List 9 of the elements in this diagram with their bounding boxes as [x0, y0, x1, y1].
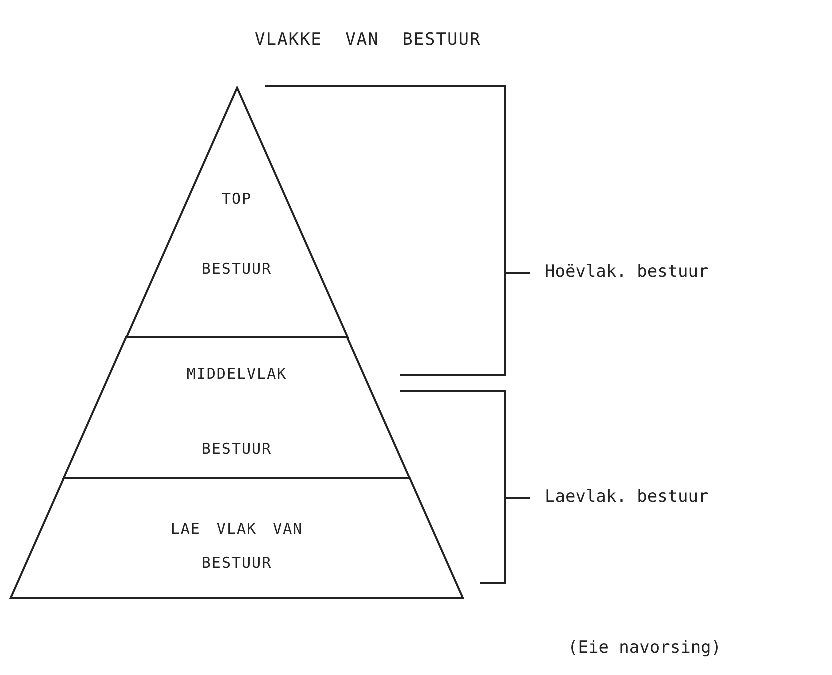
tier-label: BESTUUR [202, 260, 272, 278]
bracket-label: Laevlak. bestuur [545, 487, 709, 507]
tier-label: TOP [222, 190, 252, 208]
diagram-title: VLAKKE VAN BESTUUR [255, 30, 482, 50]
source-note: (Eie navorsing) [568, 638, 722, 658]
tier-label: LAE VLAK VAN BESTUUR [170, 519, 304, 574]
tier-label: MIDDELVLAK [186, 365, 288, 383]
tier-label: BESTUUR [202, 440, 272, 458]
bracket-label: Hoëvlak. bestuur [545, 262, 709, 282]
